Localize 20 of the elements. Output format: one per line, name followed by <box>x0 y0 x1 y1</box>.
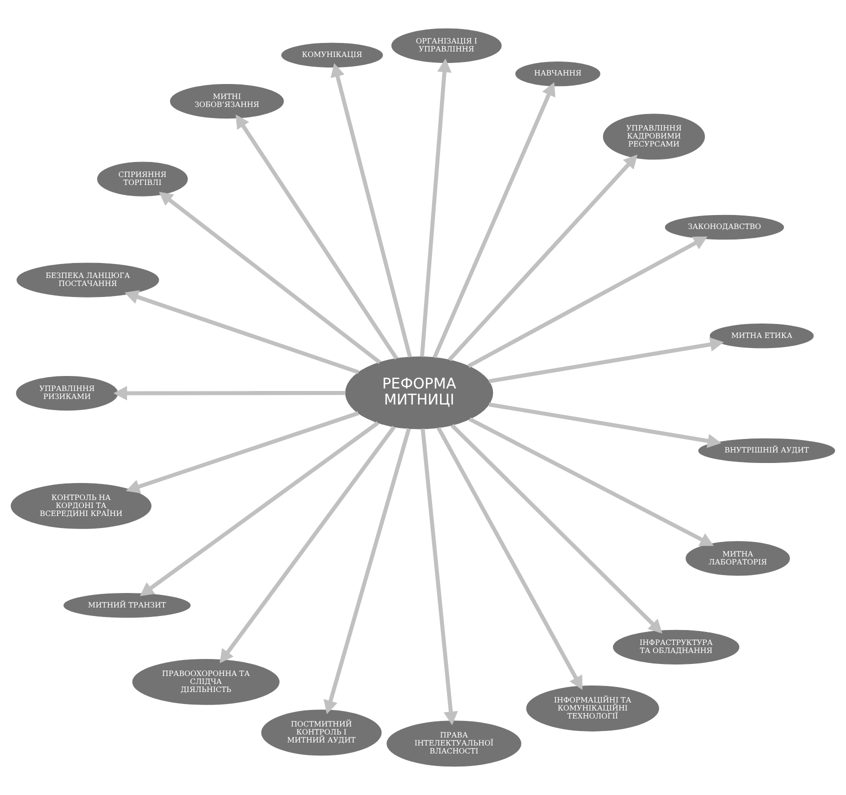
arrow <box>220 426 396 664</box>
arrow <box>126 411 359 494</box>
arrow <box>450 424 662 634</box>
arrow <box>436 426 582 690</box>
arrow <box>140 421 380 596</box>
arrow <box>124 290 360 374</box>
arrow <box>420 58 452 357</box>
arrow <box>488 402 722 448</box>
arrow <box>420 428 458 726</box>
arrow <box>468 236 708 368</box>
arrow <box>448 154 638 362</box>
arrow <box>488 337 724 384</box>
arrow <box>468 417 714 546</box>
arrow <box>324 428 411 714</box>
arrow <box>432 82 556 358</box>
arrow <box>330 63 412 358</box>
arrow <box>158 192 382 364</box>
arrow <box>113 386 346 400</box>
arrow <box>236 114 398 360</box>
node-ellipse: РЕФОРМА МИТНИЦІ <box>345 356 494 430</box>
